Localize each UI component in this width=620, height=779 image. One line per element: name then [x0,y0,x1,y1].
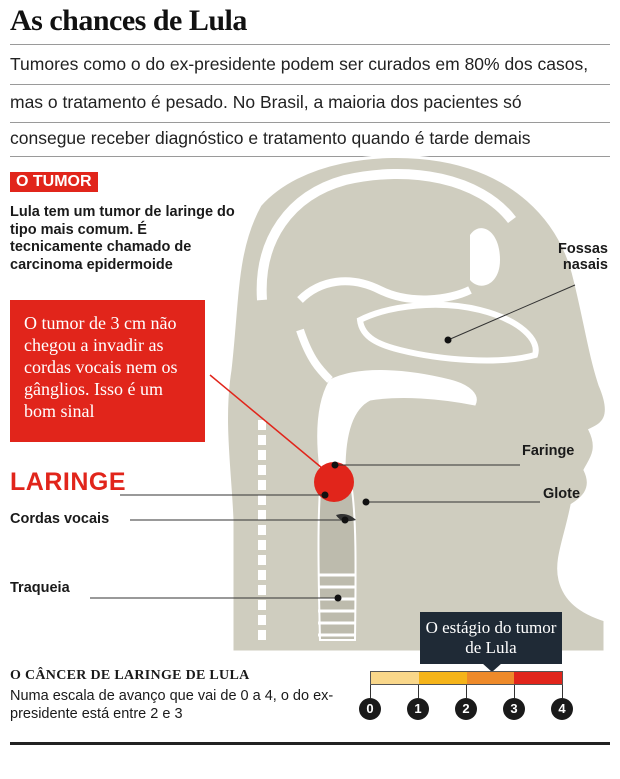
traqueia-label: Traqueia [10,580,70,596]
faringe-label: Faringe [522,443,575,459]
head-anatomy-illustration [90,155,608,654]
scale-segment-0-1 [371,672,419,684]
stage-scale-bar [370,671,563,685]
scale-number-4: 4 [551,698,573,720]
scale-tick [514,685,515,698]
laringe-label: LARINGE [10,468,126,496]
scale-number-1: 1 [407,698,429,720]
scale-tick [562,685,563,698]
scale-tick [418,685,419,698]
scale-number-0: 0 [359,698,381,720]
page-title: As chances de Lula [10,4,247,37]
scale-tick [370,685,371,698]
scale-segment-3-4 [514,672,562,684]
subtitle-line-1: Tumores como o do ex-presidente podem se… [10,54,589,74]
scale-number-3: 3 [503,698,525,720]
tumor-description: Lula tem um tumor de laringe do tipo mai… [10,204,235,273]
divider [10,44,610,45]
divider [10,122,610,123]
nasal-cavity [356,301,539,364]
subtitle-line-2: mas o tratamento é pesado. No Brasil, a … [10,92,522,112]
larynx [317,489,357,641]
scale-tick [466,685,467,698]
cordas-vocais-label: Cordas vocais [10,511,110,527]
divider [10,84,610,85]
glote-label: Glote [543,486,581,502]
stage-pointer-icon [482,663,502,672]
scale-segment-1-2 [418,672,467,684]
throat-channel [317,370,477,471]
section-title: O CÂNCER DE LARINGE DE LULA [10,668,250,683]
section-text: Numa escala de avanço que vai de 0 a 4, … [10,688,334,722]
fossas-nasais-label: Fossas nasais [558,241,608,273]
scale-segment-2-3 [466,672,515,684]
bottom-divider [10,742,610,745]
divider [10,156,610,157]
tumor-callout: O tumor de 3 cm não chegou a invadir as … [10,300,205,442]
subtitle-line-3: consegue receber diagnóstico e tratament… [10,128,531,148]
skull-outline [256,169,516,301]
stage-box: O estágio do tumor de Lula [420,612,562,664]
tumor-tag: O TUMOR [10,172,98,192]
scale-number-2: 2 [455,698,477,720]
